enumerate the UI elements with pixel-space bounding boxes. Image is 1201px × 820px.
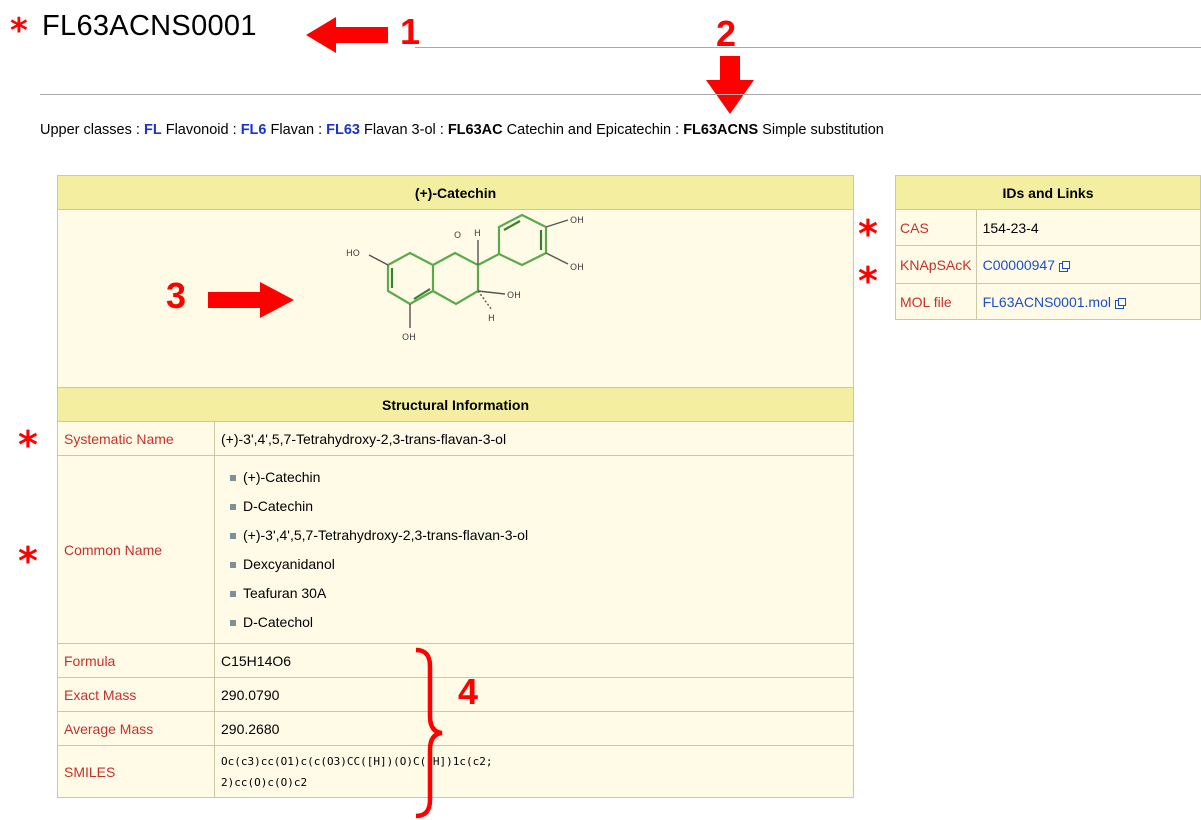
cas-value: 154-23-4 <box>975 209 1201 246</box>
compound-info-table: (+)-Catechin <box>57 175 854 798</box>
knapsack-cell: C00000947 <box>975 245 1201 284</box>
class-name-fl6: Flavan <box>270 122 315 138</box>
formula-value: C15H14O6 <box>214 643 854 678</box>
annotation-brace <box>415 647 443 819</box>
systematic-name-value: (+)-3',4',5,7-Tetrahydroxy-2,3-trans-fla… <box>214 421 854 456</box>
knapsack-link[interactable]: C00000947 <box>982 256 1055 273</box>
separator: : <box>439 122 444 138</box>
list-item: Teafuran 30A <box>230 579 847 608</box>
cas-label: CAS <box>895 209 977 246</box>
separator: : <box>675 122 680 138</box>
class-name-fl: Flavonoid <box>165 122 229 138</box>
annotation-marker-1: 1 <box>400 11 421 52</box>
smiles-value: Oc(c3)cc(O1)c(c(O3)CC([H])(O)C([H])1c(c2… <box>214 745 854 798</box>
list-item: D-Catechin <box>230 492 847 521</box>
title-underline <box>415 47 1201 48</box>
class-name-fl63ac: Catechin and Epicatechin <box>506 122 672 138</box>
structure-label-oh-5: OH <box>402 333 416 343</box>
structural-information-header: Structural Information <box>57 387 854 422</box>
structure-label-oh-3: OH <box>507 291 521 301</box>
annotation-star-title: * <box>10 11 28 51</box>
ids-links-header: IDs and Links <box>895 175 1201 210</box>
structure-label-ho: HO <box>346 249 360 259</box>
mol-file-label: MOL file <box>895 283 977 320</box>
list-item: D-Catechol <box>230 608 847 637</box>
structure-label-h-3: H <box>488 314 495 324</box>
mol-file-cell: FL63ACNS0001.mol <box>975 283 1201 320</box>
formula-label: Formula <box>57 643 215 678</box>
structure-label-o: O <box>454 231 461 241</box>
structure-label-oh-4p: OH <box>570 216 584 226</box>
separator: : <box>232 122 237 138</box>
list-item: (+)-Catechin <box>230 463 847 492</box>
compound-name-header: (+)-Catechin <box>57 175 854 210</box>
knapsack-label: KNApSAcK <box>895 245 977 284</box>
annotation-star-systematic: * <box>18 423 38 467</box>
ids-links-table: IDs and Links CAS 154-23-4 KNApSAcK C000… <box>895 175 1201 320</box>
upper-classes-breadcrumb: Upper classes : FL Flavonoid : FL6 Flava… <box>40 122 884 138</box>
structure-label-h-2: H <box>474 229 481 239</box>
annotation-marker-4: 4 <box>458 671 479 712</box>
mol-file-link[interactable]: FL63ACNS0001.mol <box>982 293 1111 310</box>
list-item: (+)-3',4',5,7-Tetrahydroxy-2,3-trans-fla… <box>230 521 847 550</box>
annotation-star-cas: * <box>858 212 878 256</box>
upper-classes-label: Upper classes : <box>40 122 140 138</box>
average-mass-value: 290.2680 <box>214 711 854 746</box>
common-name-list: (+)-Catechin D-Catechin (+)-3',4',5,7-Te… <box>229 463 847 637</box>
class-link-fl[interactable]: FL <box>143 122 162 138</box>
class-link-fl6[interactable]: FL6 <box>240 122 267 138</box>
structure-label-oh-3p: OH <box>570 263 584 273</box>
structure-diagram: HO OH O H OH H OH OH <box>346 213 584 343</box>
class-name-fl63: Flavan 3-ol <box>364 122 436 138</box>
separator: : <box>318 122 323 138</box>
systematic-name-label: Systematic Name <box>57 421 215 456</box>
annotation-arrow-left <box>306 17 388 53</box>
structure-cell: HO OH O H OH H OH OH <box>57 209 854 388</box>
exact-mass-label: Exact Mass <box>57 677 215 712</box>
list-item: Dexcyanidanol <box>230 550 847 579</box>
smiles-line-2: 2)cc(O)c(O)c2 <box>221 775 308 789</box>
smiles-line-1: Oc(c3)cc(O1)c(c(O3)CC([H])(O)C([H])1c(c2… <box>221 754 493 768</box>
exact-mass-value: 290.0790 <box>214 677 854 712</box>
external-link-icon[interactable] <box>1115 297 1126 309</box>
annotation-star-knapsack: * <box>858 259 878 303</box>
annotation-marker-2: 2 <box>716 13 737 54</box>
class-link-fl63[interactable]: FL63 <box>326 122 360 138</box>
class-name-fl63acns: Simple substitution <box>762 122 884 138</box>
header-divider <box>40 94 1201 95</box>
common-name-value: (+)-Catechin D-Catechin (+)-3',4',5,7-Te… <box>214 455 854 644</box>
common-name-label: Common Name <box>57 455 215 644</box>
page-title: FL63ACNS0001 <box>42 10 257 42</box>
class-code-fl63ac: FL63AC <box>447 122 503 138</box>
annotation-arrow-down <box>706 56 754 114</box>
smiles-label: SMILES <box>57 745 215 798</box>
annotation-star-common: * <box>18 539 38 583</box>
annotation-arrow-right <box>208 282 294 318</box>
external-link-icon[interactable] <box>1059 260 1070 272</box>
class-code-fl63acns: FL63ACNS <box>683 122 759 138</box>
average-mass-label: Average Mass <box>57 711 215 746</box>
annotation-marker-3: 3 <box>166 275 187 316</box>
